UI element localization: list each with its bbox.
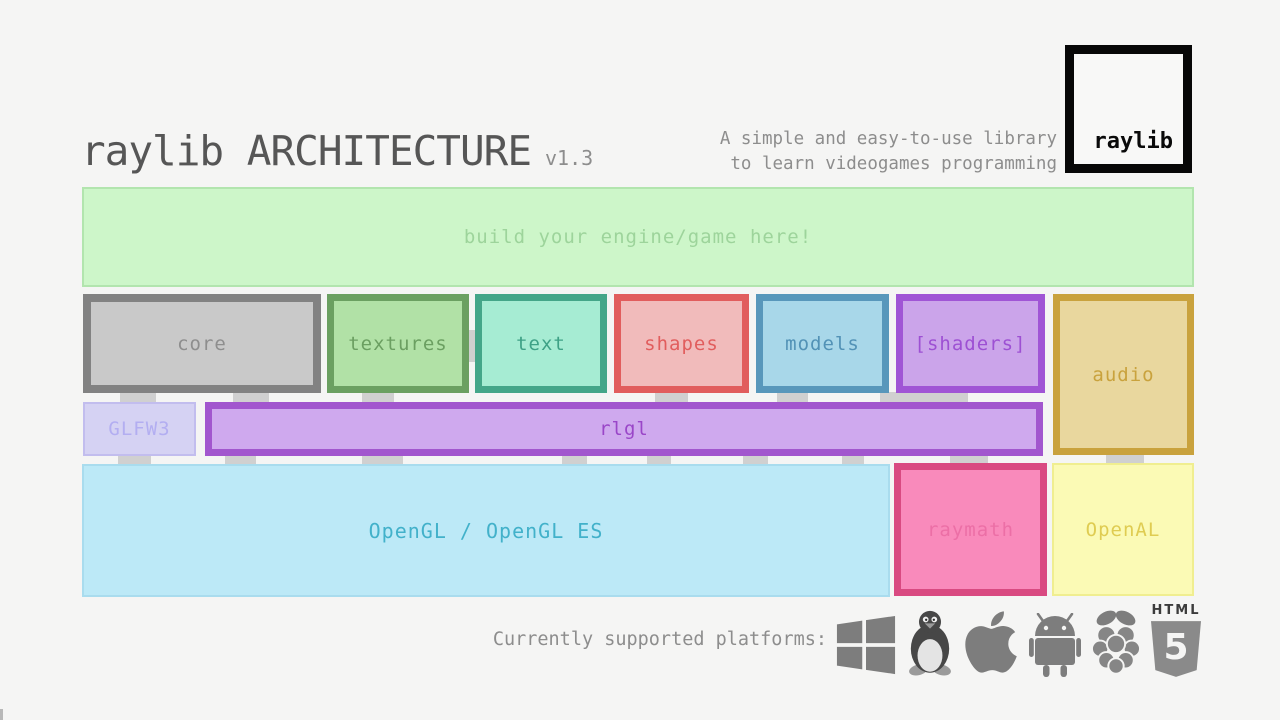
platform-icons: HTML 5 <box>836 600 1201 677</box>
rlgl-box: rlgl <box>205 402 1043 456</box>
core-module-label: core <box>177 332 227 355</box>
android-icon <box>1029 613 1081 677</box>
connector <box>233 392 269 403</box>
shaders-module-label: [shaders] <box>914 332 1027 355</box>
opengl-label: OpenGL / OpenGL ES <box>368 518 604 543</box>
connector <box>842 455 864 465</box>
window-edge-artifact <box>0 709 3 720</box>
audio-module-box: audio <box>1053 294 1194 455</box>
page-title: raylib ARCHITECTURE <box>81 127 532 175</box>
windows-icon <box>836 615 896 675</box>
version-label: v1.3 <box>545 146 594 170</box>
rlgl-label: rlgl <box>599 418 649 440</box>
connector <box>655 392 688 403</box>
text-module-label: text <box>516 332 566 355</box>
connector <box>362 455 403 465</box>
glfw3-box: GLFW3 <box>83 402 196 456</box>
tagline-line-1: A simple and easy-to-use library <box>719 129 1057 149</box>
tagline-line-2: to learn videogames programming <box>730 154 1057 174</box>
raylib-logo: raylib <box>1065 45 1192 173</box>
engine-box-label: build your engine/game here! <box>463 226 813 248</box>
shapes-module-label: shapes <box>644 332 719 355</box>
openal-label: OpenAL <box>1085 518 1161 541</box>
core-module-box: core <box>83 294 321 393</box>
connector <box>743 455 768 465</box>
connector <box>118 455 151 465</box>
engine-box: build your engine/game here! <box>82 187 1194 287</box>
connector <box>777 392 808 403</box>
header: raylib ARCHITECTURE v1.3 <box>81 127 593 175</box>
connector <box>647 455 671 465</box>
shaders-module-box: [shaders] <box>896 294 1045 393</box>
connector <box>225 455 256 465</box>
text-module-box: text <box>475 294 607 393</box>
raymath-label: raymath <box>926 518 1015 541</box>
shapes-module-box: shapes <box>614 294 749 393</box>
connector <box>120 392 156 403</box>
openal-box: OpenAL <box>1052 463 1194 596</box>
html5-icon: HTML 5 <box>1151 603 1201 677</box>
connector <box>362 392 394 403</box>
models-module-label: models <box>785 332 860 355</box>
textures-module-label: textures <box>348 332 448 355</box>
opengl-box: OpenGL / OpenGL ES <box>82 464 890 597</box>
platforms-label: Currently supported platforms: <box>492 629 827 650</box>
audio-module-label: audio <box>1092 363 1155 386</box>
raymath-box: raymath <box>894 463 1047 596</box>
raylib-logo-text: raylib <box>1093 129 1173 154</box>
html5-wordmark: HTML <box>1151 603 1201 618</box>
apple-icon <box>965 611 1017 673</box>
linux-icon <box>909 610 951 676</box>
connector <box>562 455 587 465</box>
textures-module-box: textures <box>327 294 469 393</box>
connector <box>880 392 968 403</box>
raspberry-pi-icon <box>1092 610 1140 675</box>
connector <box>950 455 988 465</box>
tagline: A simple and easy-to-use library to lear… <box>720 127 1057 177</box>
html5-number: 5 <box>1163 627 1189 668</box>
glfw3-label: GLFW3 <box>108 418 171 440</box>
connector <box>1106 454 1144 465</box>
models-module-box: models <box>756 294 889 393</box>
